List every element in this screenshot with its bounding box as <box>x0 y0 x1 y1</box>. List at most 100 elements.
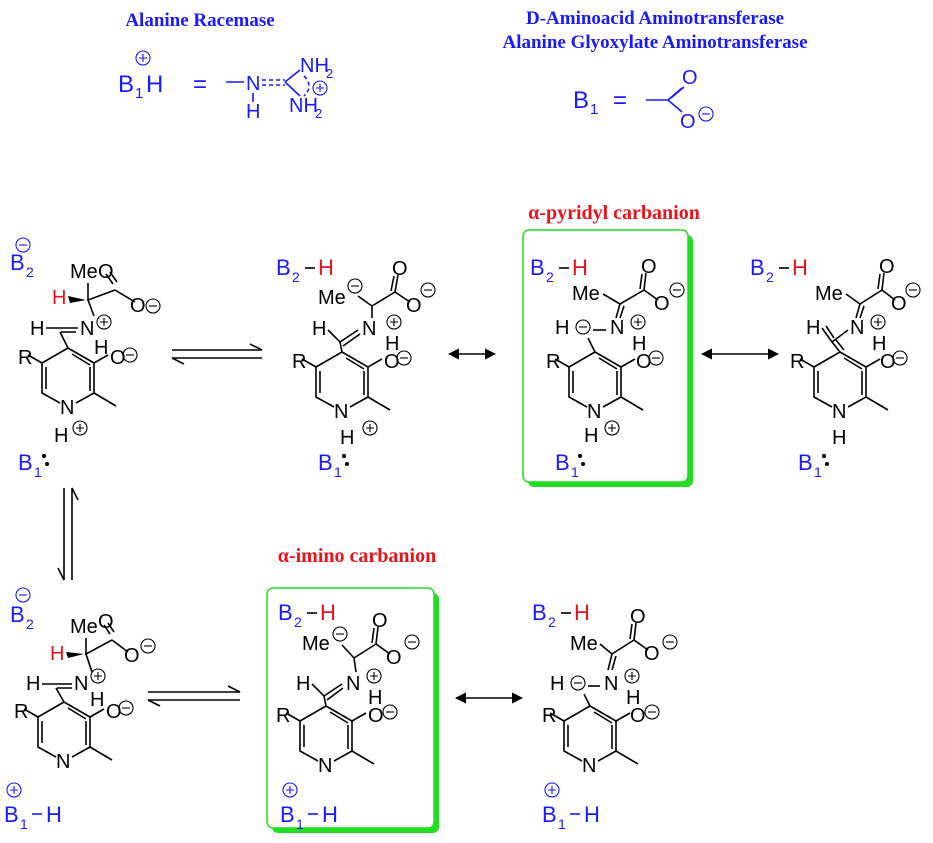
equilibrium-arrow-vertical <box>57 487 79 581</box>
structure-2-carbanion: B 2 H Me O O N H H O R N H B 1 <box>276 255 436 480</box>
structure-5-aldimine: B 2 Me O O H N H H O R N B 1 H <box>4 587 156 832</box>
svg-text:H: H <box>872 333 886 355</box>
svg-text:B: B <box>318 450 333 475</box>
svg-text:N: N <box>362 318 376 340</box>
svg-text:Me: Me <box>70 261 98 283</box>
svg-text:H: H <box>146 71 163 98</box>
svg-text:O: O <box>98 261 114 283</box>
svg-text:H: H <box>385 333 399 355</box>
svg-text:Me: Me <box>815 283 843 305</box>
svg-text:H: H <box>26 673 40 695</box>
agat-title: Alanine Glyoxylate Aminotransferase <box>502 32 807 53</box>
svg-text:N: N <box>246 73 260 95</box>
svg-text:2: 2 <box>26 616 34 632</box>
svg-text:R: R <box>18 347 32 369</box>
svg-text:O: O <box>654 293 670 315</box>
svg-text:H: H <box>806 317 820 339</box>
svg-text:1: 1 <box>34 464 42 480</box>
svg-text:N: N <box>80 318 94 340</box>
svg-text:NH: NH <box>289 95 318 117</box>
svg-text:H: H <box>46 802 62 827</box>
svg-text:B: B <box>278 600 293 625</box>
svg-text:H: H <box>584 425 598 447</box>
svg-text:H: H <box>296 673 310 695</box>
svg-text:1: 1 <box>296 816 304 832</box>
svg-text:N: N <box>74 673 88 695</box>
svg-text:B: B <box>798 450 813 475</box>
structure-6-alpha-imino: B 2 H Me O O N H H O R N B 1 H <box>276 600 420 832</box>
svg-text:H: H <box>94 337 108 359</box>
alpha-pyridyl-label: α-pyridyl carbanion <box>528 202 700 224</box>
alanine-racemase-title: Alanine Racemase <box>125 10 274 31</box>
svg-text:B: B <box>542 802 557 827</box>
svg-text:2: 2 <box>546 269 554 285</box>
svg-text:B: B <box>532 600 547 625</box>
svg-text:Me: Me <box>318 287 346 309</box>
svg-text:O: O <box>880 351 896 373</box>
structure-7-enamine: B 2 H Me O O N H H O R N B 1 H <box>532 600 678 832</box>
svg-text:Me: Me <box>572 283 600 305</box>
svg-text:1: 1 <box>814 464 822 480</box>
svg-text:O: O <box>680 111 696 133</box>
svg-text:N: N <box>832 401 846 423</box>
svg-text:H: H <box>555 317 569 339</box>
svg-text:H: H <box>312 318 326 340</box>
svg-text:N: N <box>60 397 74 419</box>
svg-text:O: O <box>124 645 140 667</box>
svg-text:Me: Me <box>570 633 598 655</box>
svg-text:Me: Me <box>70 616 98 638</box>
svg-text:B: B <box>4 802 19 827</box>
svg-text:O: O <box>384 351 400 373</box>
svg-text:H: H <box>54 425 68 447</box>
daat-title: D-Aminoacid Aminotransferase <box>526 8 784 29</box>
svg-text:B: B <box>10 250 25 275</box>
svg-text:O: O <box>641 256 657 278</box>
svg-text:H: H <box>792 255 808 280</box>
svg-text:1: 1 <box>20 816 28 832</box>
structure-1-aldimine: B 2 Me O O H N H H O R N H B 1 <box>10 237 161 480</box>
svg-text:1: 1 <box>135 85 143 102</box>
svg-text:2: 2 <box>294 614 302 630</box>
svg-text:O: O <box>368 705 384 727</box>
svg-text:B: B <box>276 255 291 280</box>
svg-text:H: H <box>368 687 382 709</box>
svg-text:N: N <box>850 317 864 339</box>
svg-text:N: N <box>604 673 618 695</box>
svg-text:B: B <box>10 602 25 627</box>
svg-text:N: N <box>587 401 601 423</box>
svg-text:2: 2 <box>326 66 333 81</box>
svg-text:O: O <box>682 67 698 89</box>
svg-text:R: R <box>276 705 290 727</box>
svg-text:H: H <box>30 318 44 340</box>
b1-definition: B 1 = O O <box>573 67 714 133</box>
svg-text:H: H <box>320 600 336 625</box>
svg-text:O: O <box>630 606 646 628</box>
svg-text:H: H <box>318 255 334 280</box>
svg-text:B: B <box>18 450 33 475</box>
svg-text:N: N <box>318 755 332 777</box>
svg-text:H: H <box>340 427 354 449</box>
svg-text:=: = <box>193 71 207 98</box>
svg-text:2: 2 <box>766 269 774 285</box>
svg-text:O: O <box>392 258 408 280</box>
svg-text:N: N <box>346 673 360 695</box>
svg-text:O: O <box>386 647 402 669</box>
svg-text:R: R <box>546 351 560 373</box>
svg-text:R: R <box>790 351 804 373</box>
svg-text:O: O <box>891 293 907 315</box>
equilibrium-arrow-2 <box>147 685 241 707</box>
svg-text:B: B <box>118 71 134 98</box>
svg-text:H: H <box>626 687 640 709</box>
svg-text:1: 1 <box>590 101 598 118</box>
alpha-imino-label: α-imino carbanion <box>278 545 436 567</box>
svg-text:R: R <box>542 705 556 727</box>
svg-text:=: = <box>613 87 627 114</box>
svg-text:H: H <box>52 287 66 309</box>
svg-text:O: O <box>879 256 895 278</box>
svg-text:O: O <box>630 705 646 727</box>
svg-text:N: N <box>334 401 348 423</box>
svg-text:O: O <box>98 611 114 633</box>
svg-text:NH: NH <box>300 55 329 77</box>
